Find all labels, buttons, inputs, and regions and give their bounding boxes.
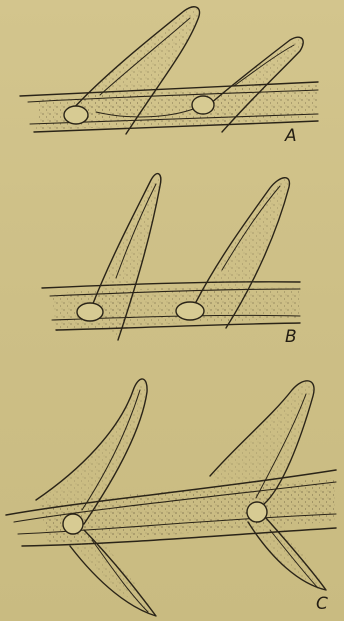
panel-c-knob-left — [63, 514, 83, 534]
panel-a-drawing — [20, 7, 318, 134]
panel-a-knob-left — [64, 106, 88, 124]
panel-a-knob-right — [192, 96, 214, 114]
panel-b-drawing — [42, 174, 300, 340]
panel-b-knob-left — [77, 303, 103, 321]
panel-b-knob-right — [176, 302, 204, 320]
panel-label-c: C — [316, 594, 328, 614]
panel-label-a: A — [285, 126, 297, 146]
panel-c-drawing — [6, 379, 336, 616]
panel-c-knob-right — [247, 502, 267, 522]
panel-label-b: B — [285, 327, 297, 347]
